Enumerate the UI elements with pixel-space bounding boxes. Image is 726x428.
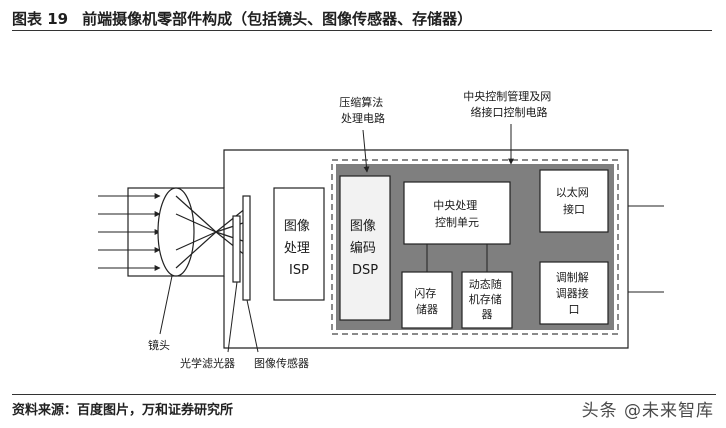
isp-block bbox=[273, 187, 325, 301]
sensor-leader bbox=[246, 299, 259, 353]
ethernet-line-2: 接口 bbox=[563, 203, 585, 216]
dsp-block bbox=[339, 175, 391, 321]
callout-control-line-2: 络接口控制电路 bbox=[471, 105, 548, 119]
light-rays bbox=[98, 193, 161, 271]
lens-label: 镜头 bbox=[148, 338, 170, 352]
flash-line-1: 闪存 bbox=[414, 286, 436, 300]
lens-element bbox=[157, 187, 195, 277]
callout-compression-line-2: 处理电路 bbox=[341, 112, 385, 125]
svg-text:图像 编码 DSP: 图像 编码 DSP bbox=[350, 219, 380, 278]
isp-line-2: 处理 bbox=[284, 241, 310, 256]
lens-leader bbox=[159, 275, 173, 335]
filter-label: 光学滤光器 bbox=[180, 356, 235, 370]
source-note: 资料来源：百度图片，万和证券研究所 bbox=[12, 394, 716, 421]
svg-text:以太网 接口: 以太网 接口 bbox=[556, 186, 593, 216]
dram-line-2: 机存储 bbox=[469, 292, 502, 306]
svg-text:压缩算法 处理电路: 压缩算法 处理电路 bbox=[339, 95, 387, 125]
svg-text:调制解 调器接 口: 调制解 调器接 口 bbox=[556, 270, 593, 316]
flash-block bbox=[401, 271, 453, 329]
callout-control-line-1: 中央控制管理及网 bbox=[463, 89, 551, 103]
figure-number: 图表 19 bbox=[12, 9, 69, 28]
modem-line-1: 调制解 bbox=[556, 270, 589, 284]
image-sensor bbox=[242, 195, 251, 301]
cpu-block bbox=[403, 181, 511, 245]
svg-text:中央控制管理及网 络接口控制电路: 中央控制管理及网 络接口控制电路 bbox=[463, 89, 555, 119]
optical-filter bbox=[232, 215, 241, 283]
dram-line-3: 器 bbox=[482, 308, 493, 321]
ethernet-line-1: 以太网 bbox=[556, 186, 589, 199]
dsp-line-3: DSP bbox=[352, 263, 378, 278]
modem-block bbox=[539, 261, 609, 325]
output-lines bbox=[628, 205, 664, 293]
camera-housing bbox=[223, 149, 629, 349]
dram-line-1: 动态随 bbox=[469, 277, 502, 291]
cpu-line-1: 中央处理 bbox=[433, 199, 477, 212]
dsp-line-1: 图像 bbox=[350, 219, 376, 234]
svg-text:动态随 机存储 器: 动态随 机存储 器 bbox=[469, 277, 506, 321]
filter-leader bbox=[227, 281, 238, 353]
flash-line-2: 储器 bbox=[416, 302, 438, 316]
svg-text:图像 处理 ISP: 图像 处理 ISP bbox=[284, 219, 314, 278]
callout-compression-line-1: 压缩算法 bbox=[339, 95, 383, 109]
dsp-line-2: 编码 bbox=[350, 241, 376, 256]
isp-line-1: 图像 bbox=[284, 219, 310, 234]
sensor-label: 图像传感器 bbox=[254, 357, 309, 370]
memory-connectors bbox=[426, 244, 488, 272]
callout-compression-arrow bbox=[362, 129, 370, 173]
ethernet-block bbox=[539, 169, 609, 233]
modem-line-3: 口 bbox=[569, 303, 580, 316]
modem-line-2: 调器接 bbox=[556, 287, 589, 300]
svg-text:闪存 储器: 闪存 储器 bbox=[414, 286, 440, 316]
svg-text:中央处理 控制单元: 中央处理 控制单元 bbox=[433, 199, 481, 229]
figure-title-bar: 图表 19 前端摄像机零部件构成（包括镜头、图像传感器、存储器） bbox=[12, 6, 712, 31]
lens-assembly bbox=[127, 187, 247, 277]
source-text: 资料来源：百度图片，万和证券研究所 bbox=[12, 402, 234, 418]
isp-line-3: ISP bbox=[289, 263, 309, 278]
watermark: 头条 @未来智库 bbox=[581, 400, 714, 421]
cpu-line-2: 控制单元 bbox=[435, 215, 479, 229]
figure-title: 前端摄像机零部件构成（包括镜头、图像传感器、存储器） bbox=[82, 9, 473, 28]
processing-region bbox=[331, 159, 619, 335]
